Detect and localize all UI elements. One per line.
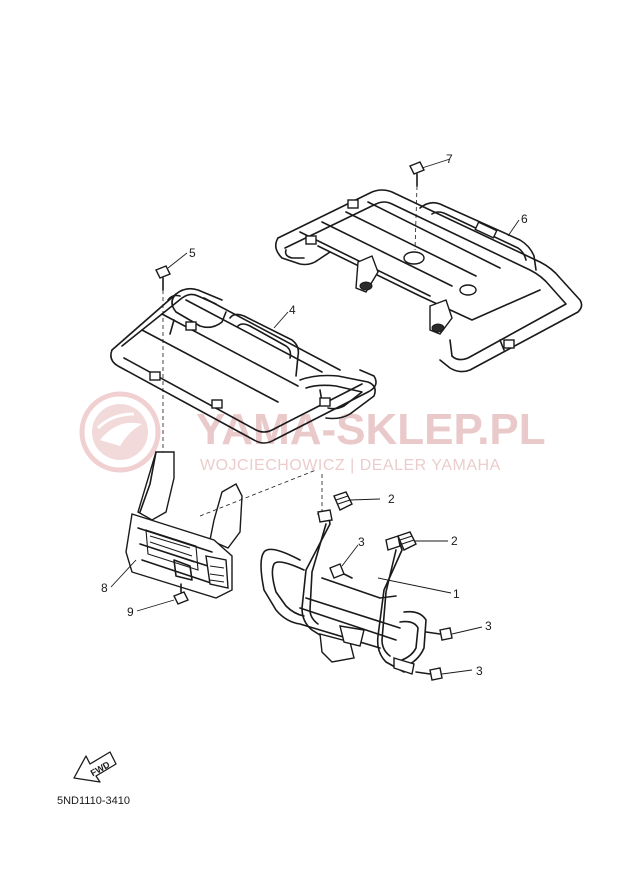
callout-1: 1 xyxy=(453,587,460,601)
bolt-3b xyxy=(425,627,453,641)
callout-6: 6 xyxy=(521,212,528,226)
callout-5: 5 xyxy=(189,246,196,260)
front-guard xyxy=(125,451,317,599)
callout-2a: 2 xyxy=(388,492,395,506)
callout-3b: 3 xyxy=(485,619,492,633)
bolt-9 xyxy=(173,583,189,605)
callout-3a: 3 xyxy=(358,535,365,549)
watermark-title: YAMA-SKLEP.PL xyxy=(196,405,546,454)
callout-8: 8 xyxy=(101,581,108,595)
grommet-2a xyxy=(333,491,353,511)
rear-carrier xyxy=(274,189,583,373)
watermark-logo xyxy=(79,391,161,473)
callout-2b: 2 xyxy=(451,534,458,548)
callout-3c: 3 xyxy=(476,664,483,678)
watermark: YAMA-SKLEP.PL WOJCIECHOWICZ | DEALER YAM… xyxy=(79,391,546,474)
callout-4: 4 xyxy=(289,303,296,317)
bolt-3c xyxy=(415,667,443,681)
bolt-3a xyxy=(329,563,353,579)
bumper-frame xyxy=(260,474,427,675)
leader-lines xyxy=(110,158,520,675)
bolt-5 xyxy=(155,265,171,452)
callouts: 7 6 5 4 2 2 3 1 3 3 8 9 xyxy=(101,152,528,678)
fwd-arrow-icon: FWD xyxy=(73,751,117,783)
bolt-7 xyxy=(409,161,425,251)
diagram-code: 5ND1110-3410 xyxy=(57,795,130,807)
watermark-subtitle: WOJCIECHOWICZ | DEALER YAMAHA xyxy=(200,457,501,474)
grommet-2b xyxy=(397,531,417,551)
front-carrier xyxy=(110,287,377,444)
callout-9: 9 xyxy=(127,605,134,619)
callout-7: 7 xyxy=(446,152,453,166)
